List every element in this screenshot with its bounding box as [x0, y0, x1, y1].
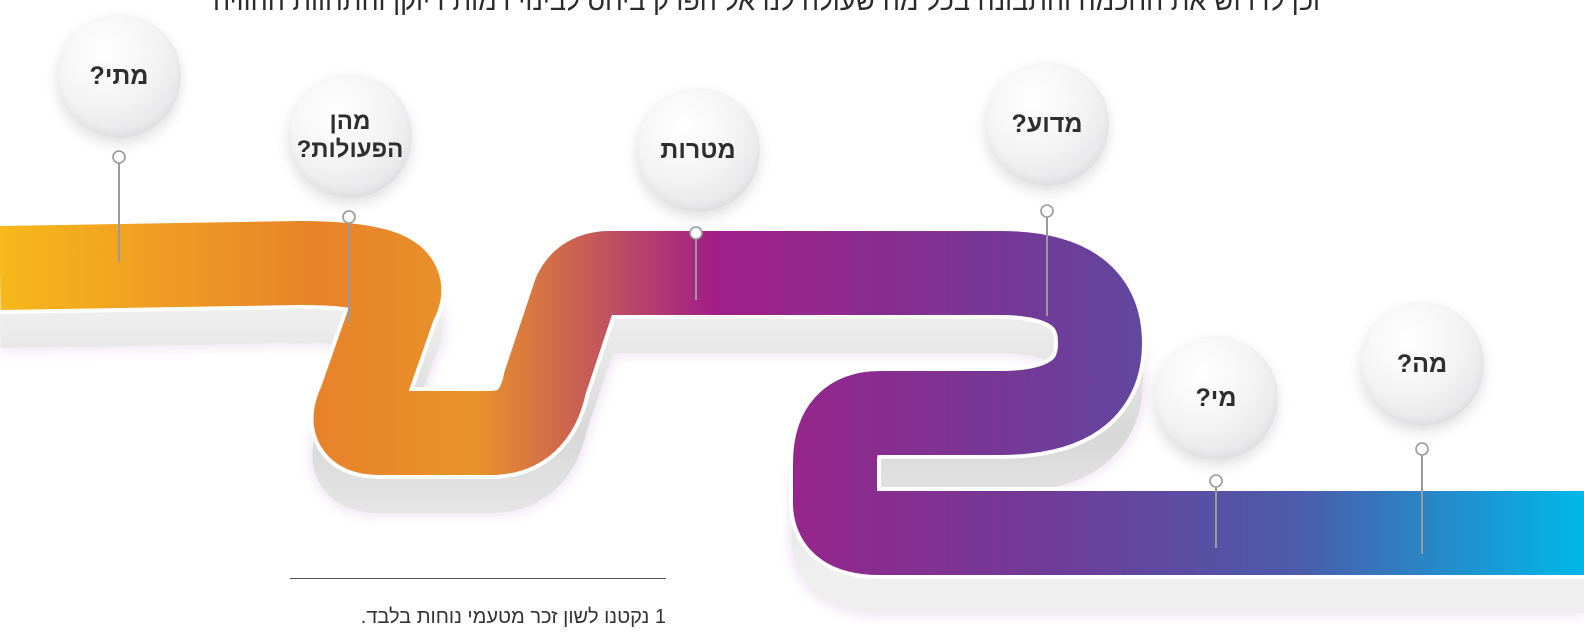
step-bubble-who: מי? [1154, 336, 1278, 460]
pin-goals [689, 226, 703, 300]
pin-actions [342, 210, 356, 322]
footnote-text: 1 נקטנו לשון זכר מטעמי נוחות בלבד. [360, 606, 666, 628]
step-label-when: מתי? [89, 61, 149, 90]
step-label-actions: מהן הפעולות? [296, 108, 404, 163]
step-label-why: מדוע? [1011, 109, 1083, 138]
step-bubble-why: מדוע? [985, 62, 1109, 186]
step-bubble-what: מה? [1360, 302, 1484, 426]
step-bubble-actions: מהן הפעולות? [288, 74, 412, 198]
step-bubble-when: מתי? [57, 14, 181, 138]
pin-who [1209, 474, 1223, 548]
road-surface [0, 221, 1584, 575]
page-header-text: וכן לדרוש את החכמה והתבונה בכל מה שעולה … [213, 0, 1320, 16]
step-label-what: מה? [1396, 349, 1448, 378]
pin-when [112, 150, 126, 262]
footnote-divider [290, 578, 666, 579]
pin-what [1415, 442, 1429, 554]
step-label-goals: מטרות [660, 135, 736, 164]
pin-why [1040, 204, 1054, 316]
step-bubble-goals: מטרות [636, 88, 760, 212]
step-label-who: מי? [1195, 383, 1237, 412]
